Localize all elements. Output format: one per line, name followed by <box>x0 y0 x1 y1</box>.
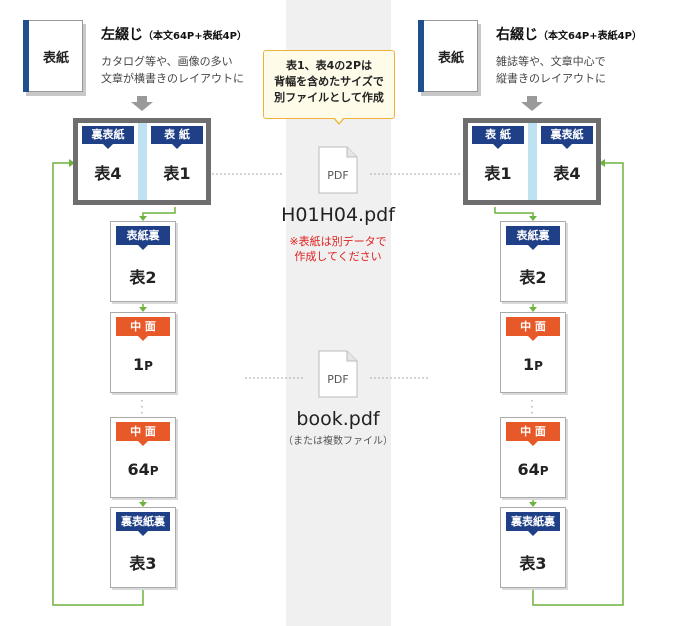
cover-pdf-file-icon: PDF <box>318 146 358 194</box>
right-cover-book-icon: 表紙 <box>418 20 478 92</box>
left-title: 左綴じ（本文64P+表紙4P） <box>101 27 247 43</box>
left-cover-spread: 裏表紙 表4 表 紙 表1 <box>73 118 211 205</box>
right-description: 雑誌等や、文章中心で 縦書きのレイアウトに <box>496 55 606 85</box>
right-page-last: 中 面 64P <box>500 417 566 498</box>
body-pdf-file-icon: PDF <box>318 350 358 398</box>
left-cover-book-icon: 表紙 <box>23 20 83 92</box>
right-page-inside-front: 表紙裏 表2 <box>500 221 566 302</box>
cover-pdf-filename: H01H04.pdf <box>281 204 395 226</box>
right-title: 右綴じ（本文64P+表紙4P） <box>496 27 642 43</box>
right-page-inside-back: 裏表紙裏 表3 <box>500 507 566 588</box>
right-spread-front-cover: 表 紙 表1 <box>468 123 528 200</box>
left-description: カタログ等や、画像の多い 文章が横書きのレイアウトに <box>101 55 244 85</box>
left-flow-arrowheads <box>69 159 147 507</box>
left-page-first: 中 面 1P <box>110 312 176 393</box>
right-spread-back-cover: 裏表紙 表4 <box>537 123 597 200</box>
left-page-inside-front: 表紙裏 表2 <box>110 221 176 302</box>
left-spread-spine <box>138 123 147 200</box>
left-page-inside-back: 裏表紙裏 表3 <box>110 507 176 588</box>
body-note: （または複数ファイル） <box>283 436 393 447</box>
cover-note: ※表紙は別データで 作成してください <box>289 235 387 263</box>
right-cover-spread: 表 紙 表1 裏表紙 表4 <box>463 118 601 205</box>
left-page-last: 中 面 64P <box>110 417 176 498</box>
right-spread-spine <box>528 123 537 200</box>
left-ellipsis: ··· <box>140 394 144 420</box>
svg-text:PDF: PDF <box>327 373 348 386</box>
cover-spine-callout: 表1、表4の2Pは 背幅を含めたサイズで 別ファイルとして作成 <box>263 50 395 119</box>
right-page-first: 中 面 1P <box>500 312 566 393</box>
right-ellipsis: ··· <box>530 394 534 420</box>
left-down-arrow <box>131 96 153 111</box>
right-flow-arrowheads <box>529 159 605 507</box>
right-down-arrow <box>521 96 543 111</box>
body-pdf-filename: book.pdf <box>296 408 380 430</box>
left-spread-back-cover: 裏表紙 表4 <box>78 123 138 200</box>
svg-text:PDF: PDF <box>327 169 348 182</box>
left-spread-front-cover: 表 紙 表1 <box>147 123 207 200</box>
